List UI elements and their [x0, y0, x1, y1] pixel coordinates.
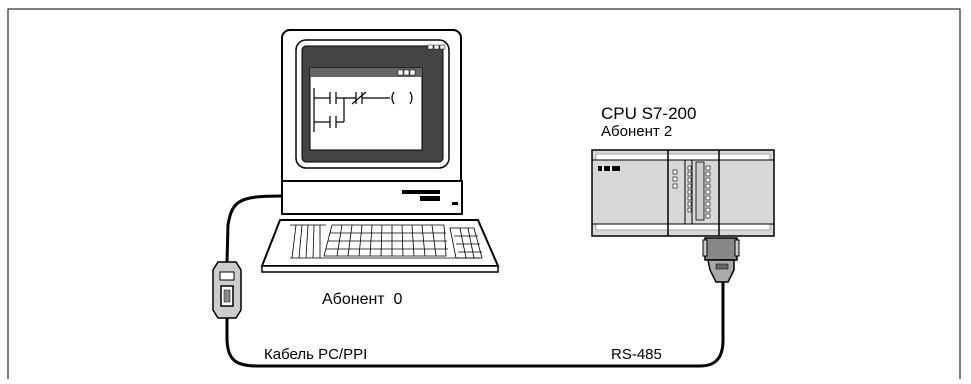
plc-s7-200 [591, 149, 775, 237]
rs485-cable [225, 282, 725, 368]
cable-label: Кабель PC/PPI [264, 346, 368, 363]
pc-ppi-adapter [212, 261, 242, 319]
ladder-diagram [313, 88, 413, 132]
cpu-title: CPU S7-200 [601, 104, 697, 123]
network-label: RS-485 [611, 346, 662, 363]
pc-label: Абонент 0 [322, 291, 403, 308]
pc-monitor [281, 29, 462, 195]
cpu-subtitle: Абонент 2 [601, 123, 673, 140]
pc-ppi-cable [225, 194, 283, 263]
plc-status-leds [672, 165, 711, 219]
pc-system-unit [281, 180, 463, 215]
frame-border [7, 8, 961, 379]
keyboard [260, 219, 500, 273]
rs485-connector [702, 237, 740, 283]
plc-logo [598, 166, 620, 171]
